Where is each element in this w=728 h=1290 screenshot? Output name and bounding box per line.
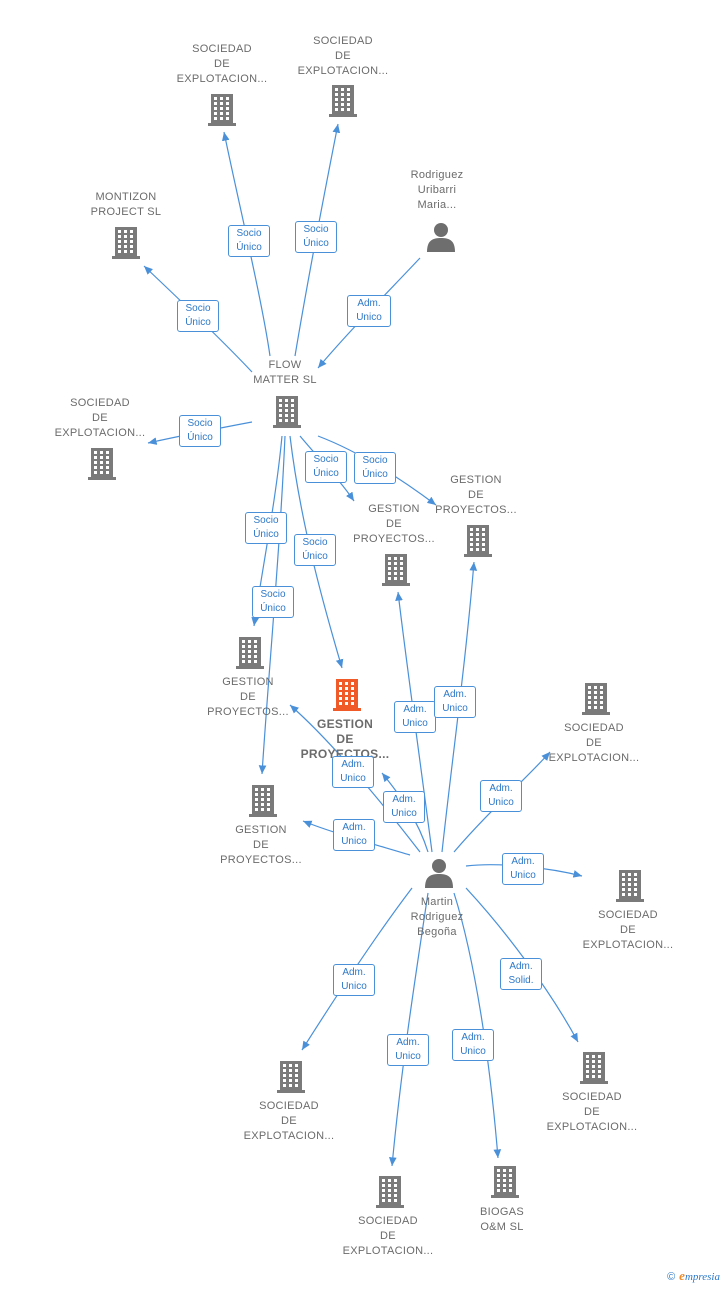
building-icon[interactable] (273, 396, 301, 428)
building-icon[interactable] (580, 1052, 608, 1084)
node-label[interactable]: SOCIEDAD DE EXPLOTACION... (548, 722, 640, 764)
node-label[interactable]: SOCIEDAD DE EXPLOTACION... (297, 35, 389, 77)
person-icon[interactable] (425, 859, 453, 888)
edge-role-label: Adm. Unico (387, 1034, 429, 1066)
node-label[interactable]: FLOW MATTER SL (253, 359, 317, 386)
person-icon[interactable] (427, 223, 455, 252)
building-icon[interactable] (464, 525, 492, 557)
building-icon[interactable] (491, 1166, 519, 1198)
node-label[interactable]: GESTION DE PROYECTOS... (435, 474, 517, 516)
building-icon[interactable] (208, 94, 236, 126)
edge-role-label: Socio Único (245, 512, 287, 544)
node-label[interactable]: SOCIEDAD DE EXPLOTACION... (54, 397, 146, 439)
node-label[interactable]: SOCIEDAD DE EXPLOTACION... (546, 1091, 638, 1133)
building-icon[interactable] (382, 554, 410, 586)
building-icon[interactable] (582, 683, 610, 715)
edge-role-label: Adm. Unico (333, 819, 375, 851)
building-icon[interactable] (277, 1061, 305, 1093)
copyright-icon: © (667, 1271, 676, 1283)
building-icon-focus[interactable] (333, 679, 361, 711)
node-label[interactable]: Martin Rodriguez Begoña (410, 896, 464, 938)
edge-role-label: Adm. Unico (332, 756, 374, 788)
edge-role-label: Adm. Unico (480, 780, 522, 812)
edge-role-label: Adm. Unico (394, 701, 436, 733)
edge-role-label: Socio Único (252, 586, 294, 618)
building-icon[interactable] (249, 785, 277, 817)
relationship-edge (453, 892, 502, 1159)
node-label[interactable]: SOCIEDAD DE EXPLOTACION... (243, 1100, 335, 1142)
edge-role-label: Adm. Unico (452, 1029, 494, 1061)
relationship-edge (301, 887, 413, 1051)
brand-logo-text: mpresia (684, 1271, 720, 1283)
building-icon[interactable] (236, 637, 264, 669)
edge-role-label: Socio Único (305, 451, 347, 483)
node-label[interactable]: BIOGAS O&M SL (480, 1206, 524, 1233)
edge-role-label: Socio Único (295, 221, 337, 253)
building-icon[interactable] (88, 448, 116, 480)
edge-role-label: Socio Único (294, 534, 336, 566)
node-label[interactable]: SOCIEDAD DE EXPLOTACION... (176, 43, 268, 85)
building-icon[interactable] (376, 1176, 404, 1208)
node-label[interactable]: SOCIEDAD DE EXPLOTACION... (582, 909, 674, 951)
edge-role-label: Adm. Unico (502, 853, 544, 885)
copyright-notice: ©empresia (667, 1268, 720, 1284)
building-icon[interactable] (112, 227, 140, 259)
node-label[interactable]: GESTION DE PROYECTOS... (353, 503, 435, 545)
brand-logo-initial: e (679, 1268, 685, 1283)
edge-role-label: Adm. Unico (347, 295, 391, 327)
edge-role-label: Adm. Unico (333, 964, 375, 996)
edge-role-label: Socio Único (228, 225, 270, 257)
edge-role-label: Adm. Solid. (500, 958, 542, 990)
building-icon[interactable] (329, 85, 357, 117)
edge-role-label: Adm. Unico (434, 686, 476, 718)
building-icon[interactable] (616, 870, 644, 902)
edge-role-label: Socio Único (179, 415, 221, 447)
edge-role-label: Socio Único (177, 300, 219, 332)
node-label[interactable]: SOCIEDAD DE EXPLOTACION... (342, 1215, 434, 1257)
node-label[interactable]: MONTIZON PROJECT SL (90, 191, 162, 218)
relationship-edge (388, 892, 429, 1167)
node-label[interactable]: Rodriguez Uribarri Maria... (410, 169, 464, 211)
edge-role-label: Adm. Unico (383, 791, 425, 823)
node-label[interactable]: GESTION DE PROYECTOS... (207, 676, 289, 718)
node-label[interactable]: GESTION DE PROYECTOS... (220, 824, 302, 866)
edge-role-label: Socio Único (354, 452, 396, 484)
